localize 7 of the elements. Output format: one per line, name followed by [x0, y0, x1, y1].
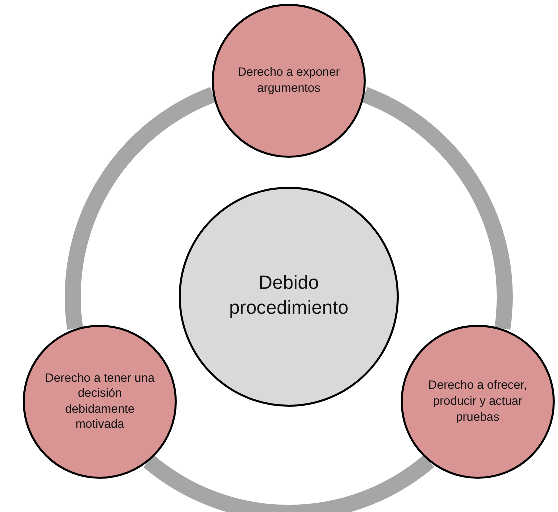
circle-label: Debido procedimiento	[228, 272, 350, 321]
ring-arc-connector	[362, 87, 513, 330]
ring-arc-connector	[144, 454, 434, 512]
circle-label: Derecho a exponer argumentos	[236, 65, 342, 97]
circle-label: Derecho a tener una decisión debidamente motivada	[44, 370, 156, 433]
ring-arc-connector	[65, 87, 216, 330]
circle-label: Derecho a ofrecer, producir y actuar pruebas	[428, 378, 528, 426]
